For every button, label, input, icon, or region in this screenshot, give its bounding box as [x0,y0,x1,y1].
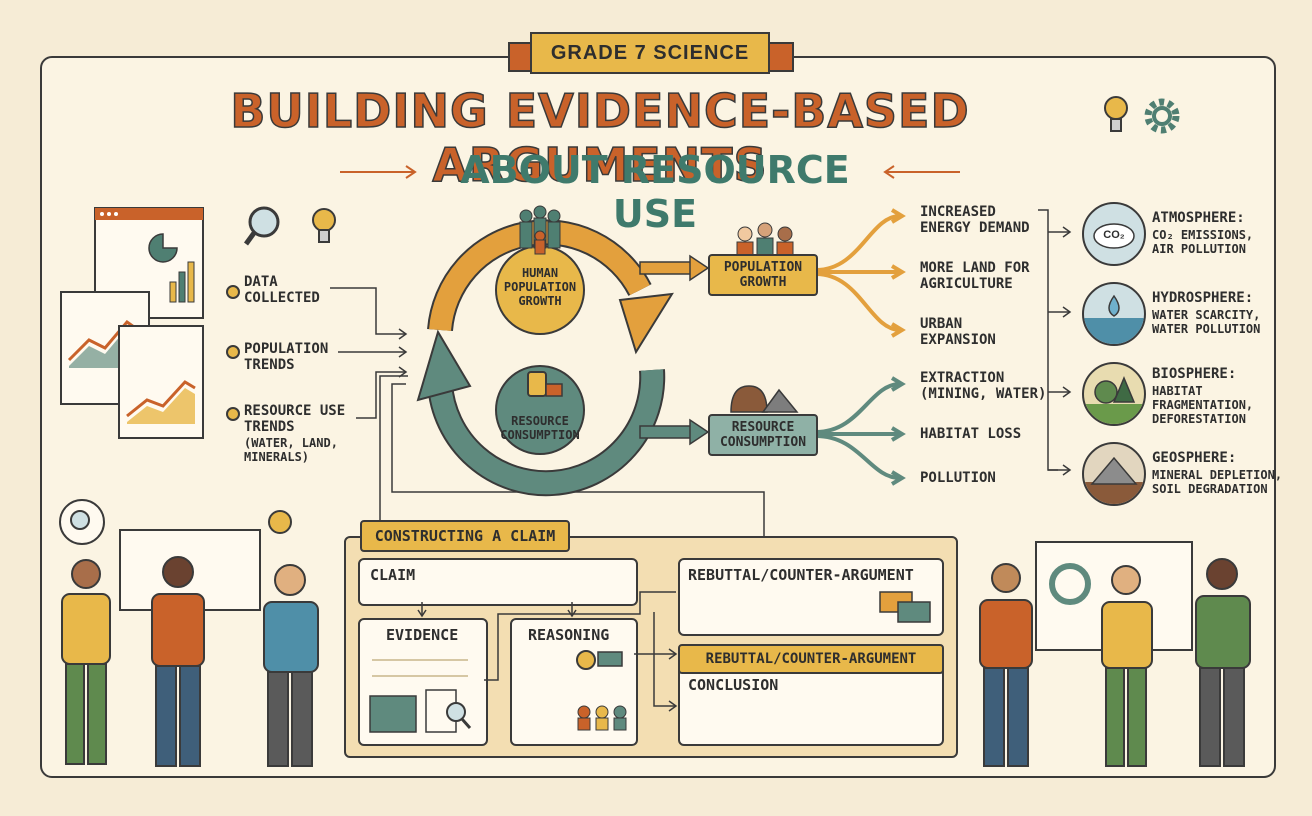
people-group-icon [519,205,561,255]
resource-sacks-icon [730,385,799,413]
page-subtitle: ABOUT RESOURCE USE [460,148,850,236]
sphere-atmosphere-desc: CO₂ EMISSIONS, AIR POLLUTION [1152,228,1254,256]
water-drop-icon [1082,282,1146,346]
resource-trends-bullet [226,407,240,421]
mountain-icon [1082,442,1146,506]
population-growth-box: POPULATION GROWTH [708,254,818,296]
trees-icon [1082,362,1146,426]
effect-extraction: EXTRACTION (MINING, WATER) [920,370,1047,402]
resource-consumption-box: RESOURCE CONSUMPTION [708,414,818,456]
resource-trends-detail: (WATER, LAND, MINERALS) [244,436,338,464]
sphere-geosphere-desc: MINERAL DEPLETION, SOIL DEGRADATION [1152,468,1283,496]
discussion-people-icon [577,705,627,731]
co2-text: CO₂ [1103,229,1125,241]
lightbulb-icon [1104,96,1128,132]
population-branches [815,208,906,338]
cycle-population-label: HUMAN POPULATION GROWTH [503,266,577,308]
effect-agriculture-land: MORE LAND FOR AGRICULTURE [920,260,1030,292]
resource-barrel-icon [527,371,563,397]
rebuttal-tab: REBUTTAL/COUNTER-ARGUMENT [678,644,944,674]
data-collected-bullet [226,285,240,299]
effect-habitat-loss: HABITAT LOSS [920,426,1022,442]
page-title: BUILDING EVIDENCE-BASED ARGUMENTS [230,83,970,193]
data-charts-illustration [60,207,204,439]
grade-banner: GRADE 7 SCIENCE [530,32,770,74]
population-trends-label: POPULATION TRENDS [244,341,329,373]
resource-trends-label: RESOURCE USE TRENDS [244,403,346,435]
effect-energy-demand: INCREASED ENERGY DEMAND [920,204,1030,236]
conclusion-label: CONCLUSION [688,676,779,694]
evidence-label: EVIDENCE [386,626,459,644]
document-magnifier-icon [425,689,472,733]
claim-box [358,558,638,606]
sphere-hydrosphere-name: HYDROSPHERE: [1152,290,1254,306]
rebuttal-label: REBUTTAL/COUNTER-ARGUMENT [688,566,914,584]
consumption-branches [815,376,906,486]
data-collected-label: DATA COLLECTED [244,274,320,306]
subtitle-arrow-right [883,165,960,179]
reasoning-box [510,618,638,746]
claim-label: CLAIM [370,566,416,584]
effect-urban-expansion: URBAN EXPANSION [920,316,996,348]
sphere-atmosphere-name: ATMOSPHERE: [1152,210,1245,226]
cycle-consumption-label: RESOURCE CONSUMPTION [500,414,580,442]
sphere-geosphere-name: GEOSPHERE: [1152,450,1237,466]
arrow-to-population-box [639,254,710,282]
effect-pollution: POLLUTION [920,470,996,486]
reasoning-label: REASONING [528,626,610,644]
gear-icon [1144,98,1180,134]
subtitle-arrow-left [340,165,417,179]
arrow-to-consumption-box [639,418,710,446]
students-left-illustration [59,499,319,767]
students-right-illustration [979,541,1251,767]
co2-cloud-icon: CO₂ [1082,202,1146,266]
map-icon [369,695,417,733]
sphere-hydrosphere-desc: WATER SCARCITY, WATER POLLUTION [1152,308,1261,336]
sphere-biosphere-desc: HABITAT FRAGMENTATION, DEFORESTATION [1152,384,1254,426]
argument-header: CONSTRUCTING A CLAIM [360,520,570,552]
speech-bubbles-icon [879,591,931,623]
sphere-biosphere-name: BIOSPHERE: [1152,366,1237,382]
magnifier-bulb-illustration [243,206,336,246]
population-trends-bullet [226,345,240,359]
reasoning-bulb-icon [576,650,623,670]
